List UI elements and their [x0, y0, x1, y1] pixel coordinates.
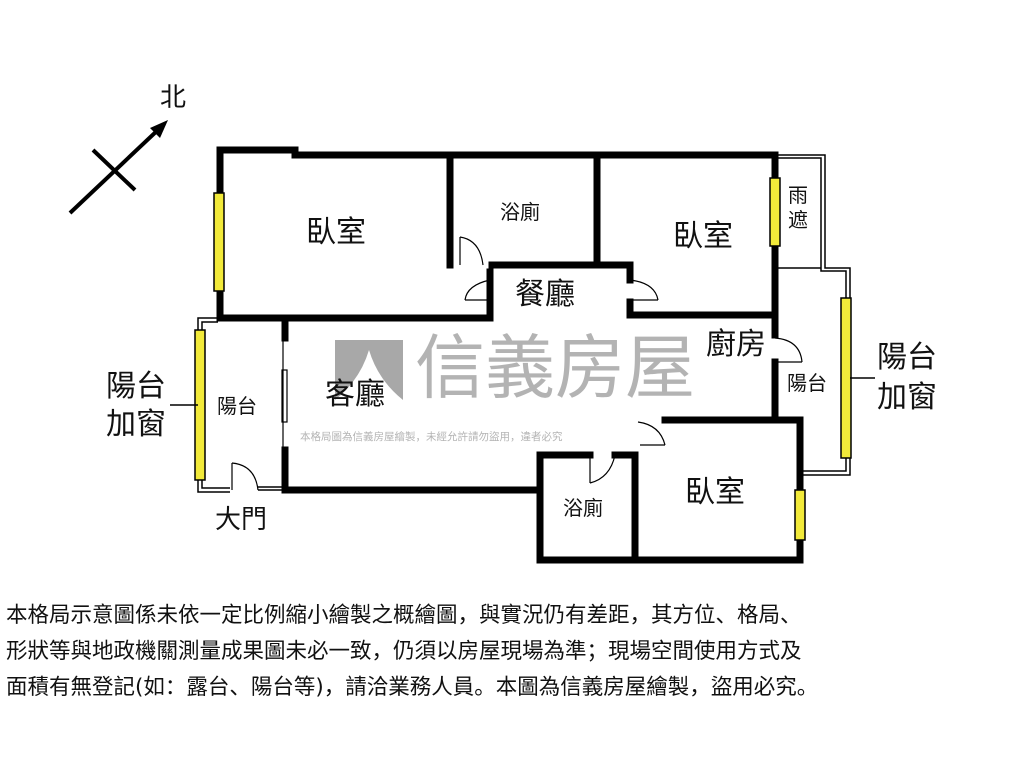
disclaimer-line: 形狀等與地政機關測量成果圖未必一致，仍須以房屋現場為準；現場空間使用方式及 [6, 639, 802, 664]
room-balcony-left: 陽台 [217, 394, 257, 418]
disclaimer-line: 本格局示意圖係未依一定比例縮小繪製之概繪圖，與實況仍有差距，其方位、格局、 [6, 603, 802, 628]
right-balcony-window-label-1: 陽台 [877, 340, 937, 375]
watermark-notice: 本格局圖為信義房屋繪製，未經允許請勿盜用，違者必究 [300, 431, 563, 443]
window [213, 192, 225, 292]
room-bedroom-bottom: 臥室 [685, 475, 745, 510]
room-dining: 餐廳 [515, 277, 575, 312]
room-bedroom-top-right: 臥室 [673, 219, 733, 254]
door-swings [231, 236, 803, 491]
compass-icon [68, 120, 168, 215]
room-rain-shelter: 雨遮 [788, 183, 808, 232]
room-bath-top: 浴廁 [500, 200, 540, 224]
window [840, 297, 852, 459]
watermark-logo [335, 340, 403, 400]
room-kitchen: 廚房 [706, 327, 766, 362]
left-balcony-window-label-2: 加窗 [106, 407, 166, 442]
windows [194, 177, 852, 541]
walls [216, 146, 804, 564]
left-balcony-window-label-1: 陽台 [106, 369, 166, 404]
watermark-brand: 信義房屋 [415, 327, 695, 409]
sliding-door [281, 340, 288, 450]
room-bedroom-top-left: 臥室 [306, 215, 366, 250]
window [794, 489, 806, 541]
north-label: 北 [160, 83, 187, 113]
right-balcony-window-label-2: 加窗 [877, 380, 937, 415]
main-door-label: 大門 [215, 505, 268, 535]
room-bath-bottom: 浴廁 [563, 496, 603, 520]
room-living: 客廳 [325, 377, 385, 412]
room-balcony-right: 陽台 [787, 371, 827, 395]
disclaimer-line: 面積有無登記(如：露台、陽台等)，請洽業務人員。本圖為信義房屋繪製，盜用必究。 [6, 675, 819, 700]
window [769, 177, 781, 247]
disclaimer: 本格局示意圖係未依一定比例縮小繪製之概繪圖，與實況仍有差距，其方位、格局、 形狀… [6, 598, 1024, 706]
